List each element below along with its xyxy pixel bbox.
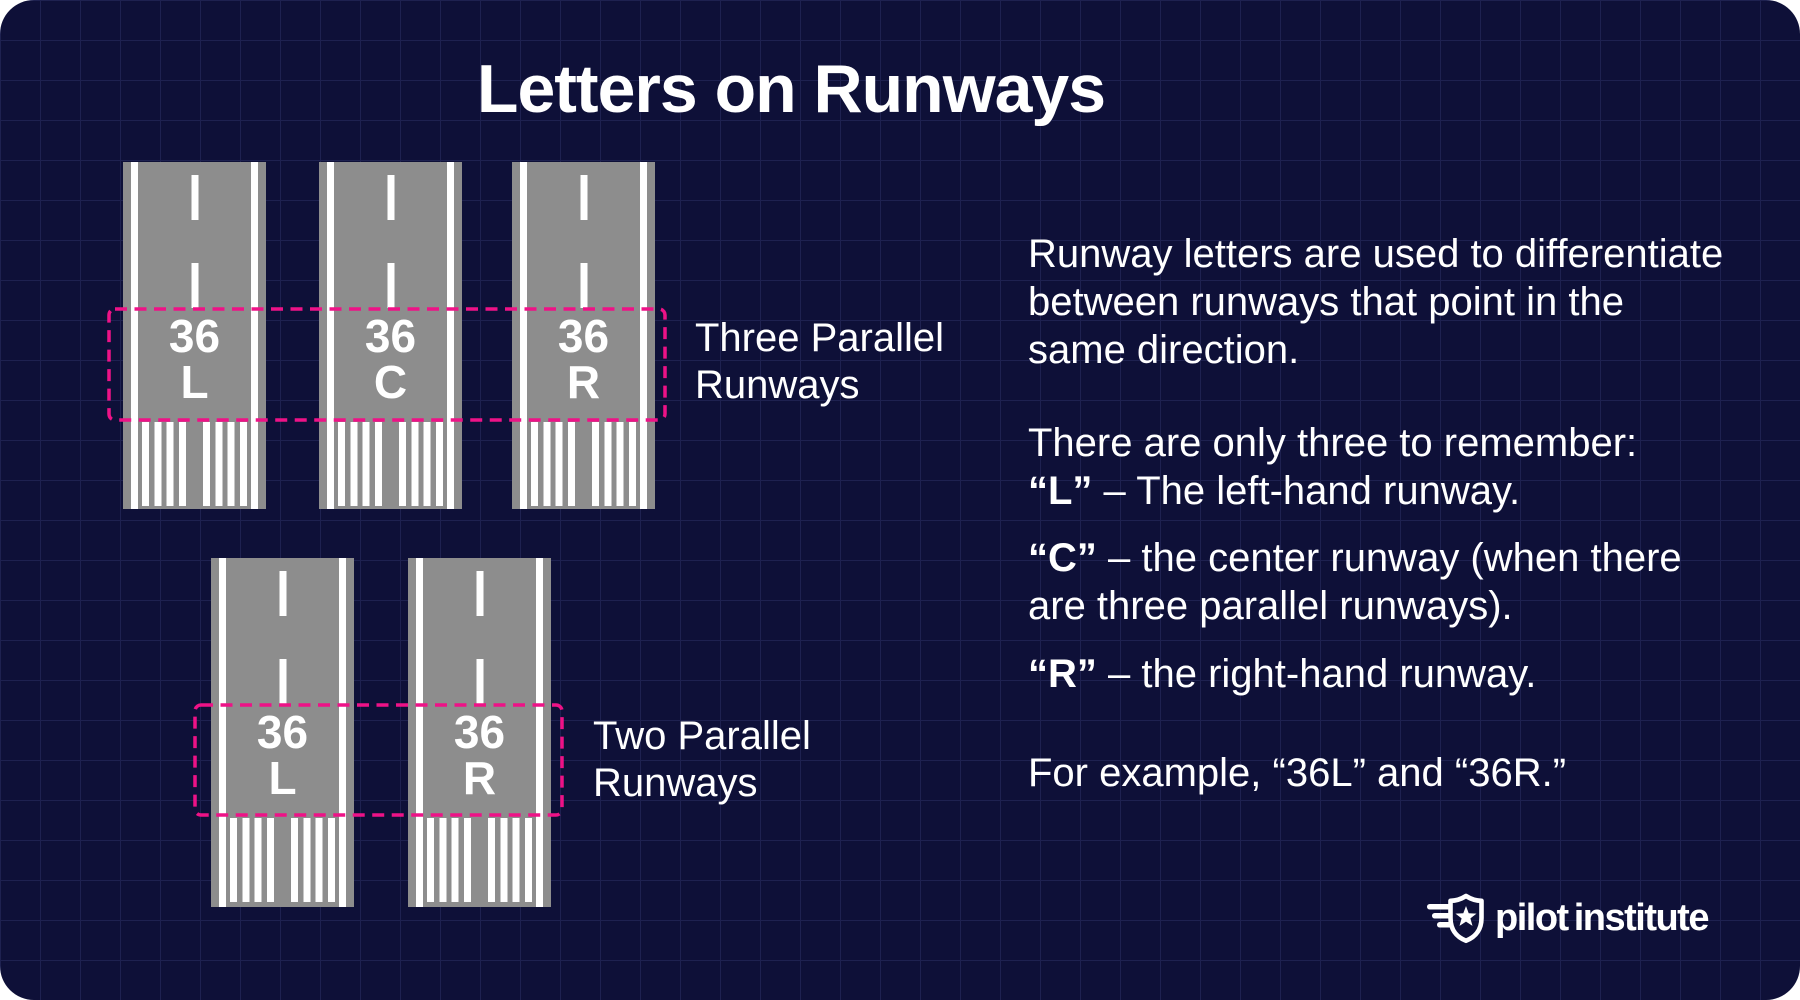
runway-number: 36 (453, 706, 506, 758)
runway-edge-line (219, 558, 226, 907)
example-paragraph: For example, “36L” and “36R.” (1028, 751, 1567, 795)
runway-centerline (387, 175, 394, 308)
runway-letter: R (566, 356, 601, 408)
runway-designator: 36 R (408, 709, 551, 801)
runway-centerline (279, 571, 286, 704)
runway-letter: C (373, 356, 408, 408)
runway-edge-line (536, 558, 543, 907)
runway-36R-top: 36 R (512, 162, 655, 509)
runway-centerline (191, 175, 198, 308)
runway-letter: L (268, 752, 297, 804)
runway-threshold-markings (427, 818, 532, 902)
center-runway-key: “C” (1028, 536, 1097, 580)
three-runways-highlight-box (107, 307, 667, 422)
center-runway-desc: – the center runway (when there are thre… (1028, 536, 1682, 628)
runway-edge-line (327, 162, 334, 509)
runway-edge-line (447, 162, 454, 509)
runway-edge-line (131, 162, 138, 509)
right-runway-desc: – the right-hand runway. (1096, 652, 1537, 696)
two-runways-highlight-box (193, 703, 564, 817)
runway-letter: R (462, 752, 497, 804)
runway-designator: 36 C (319, 313, 462, 405)
two-parallel-caption: Two Parallel Runways (593, 714, 811, 805)
runway-edge-line (520, 162, 527, 509)
runway-centerline (476, 571, 483, 704)
remember-paragraph: There are only three to remember:“L” – T… (1028, 419, 1728, 515)
runway-centerline (580, 175, 587, 308)
remember-heading: There are only three to remember: (1028, 421, 1638, 465)
runway-number: 36 (256, 706, 309, 758)
runway-threshold-markings (142, 422, 247, 506)
three-parallel-caption: Three Parallel Runways (695, 316, 945, 407)
page-title: Letters on Runways (476, 51, 1106, 127)
left-runway-desc: – The left-hand runway. (1092, 469, 1521, 513)
runway-edge-line (416, 558, 423, 907)
runway-36L-top: 36 L (123, 162, 266, 509)
right-runway-key: “R” (1028, 652, 1097, 696)
center-runway-paragraph: “C” – the center runway (when there are … (1028, 534, 1728, 630)
runway-edge-line (640, 162, 647, 509)
runway-edge-line (251, 162, 258, 509)
runway-number: 36 (364, 310, 417, 362)
runway-edge-line (339, 558, 346, 907)
right-runway-paragraph: “R” – the right-hand runway. (1028, 650, 1728, 698)
runway-threshold-markings (338, 422, 443, 506)
runway-designator: 36 L (211, 709, 354, 801)
pilot-institute-shield-icon (1427, 893, 1484, 944)
runway-36C-top: 36 C (319, 162, 462, 509)
runway-designator: 36 L (123, 313, 266, 405)
runway-number: 36 (557, 310, 610, 362)
left-runway-key: “L” (1028, 469, 1093, 513)
runway-threshold-markings (531, 422, 636, 506)
runway-36L-bottom: 36 L (211, 558, 354, 907)
runway-designator: 36 R (512, 313, 655, 405)
runway-36R-bottom: 36 R (408, 558, 551, 907)
runway-number: 36 (168, 310, 221, 362)
intro-paragraph: Runway letters are used to differentiate… (1028, 232, 1724, 372)
runway-threshold-markings (230, 818, 335, 902)
runway-letter: L (180, 356, 209, 408)
